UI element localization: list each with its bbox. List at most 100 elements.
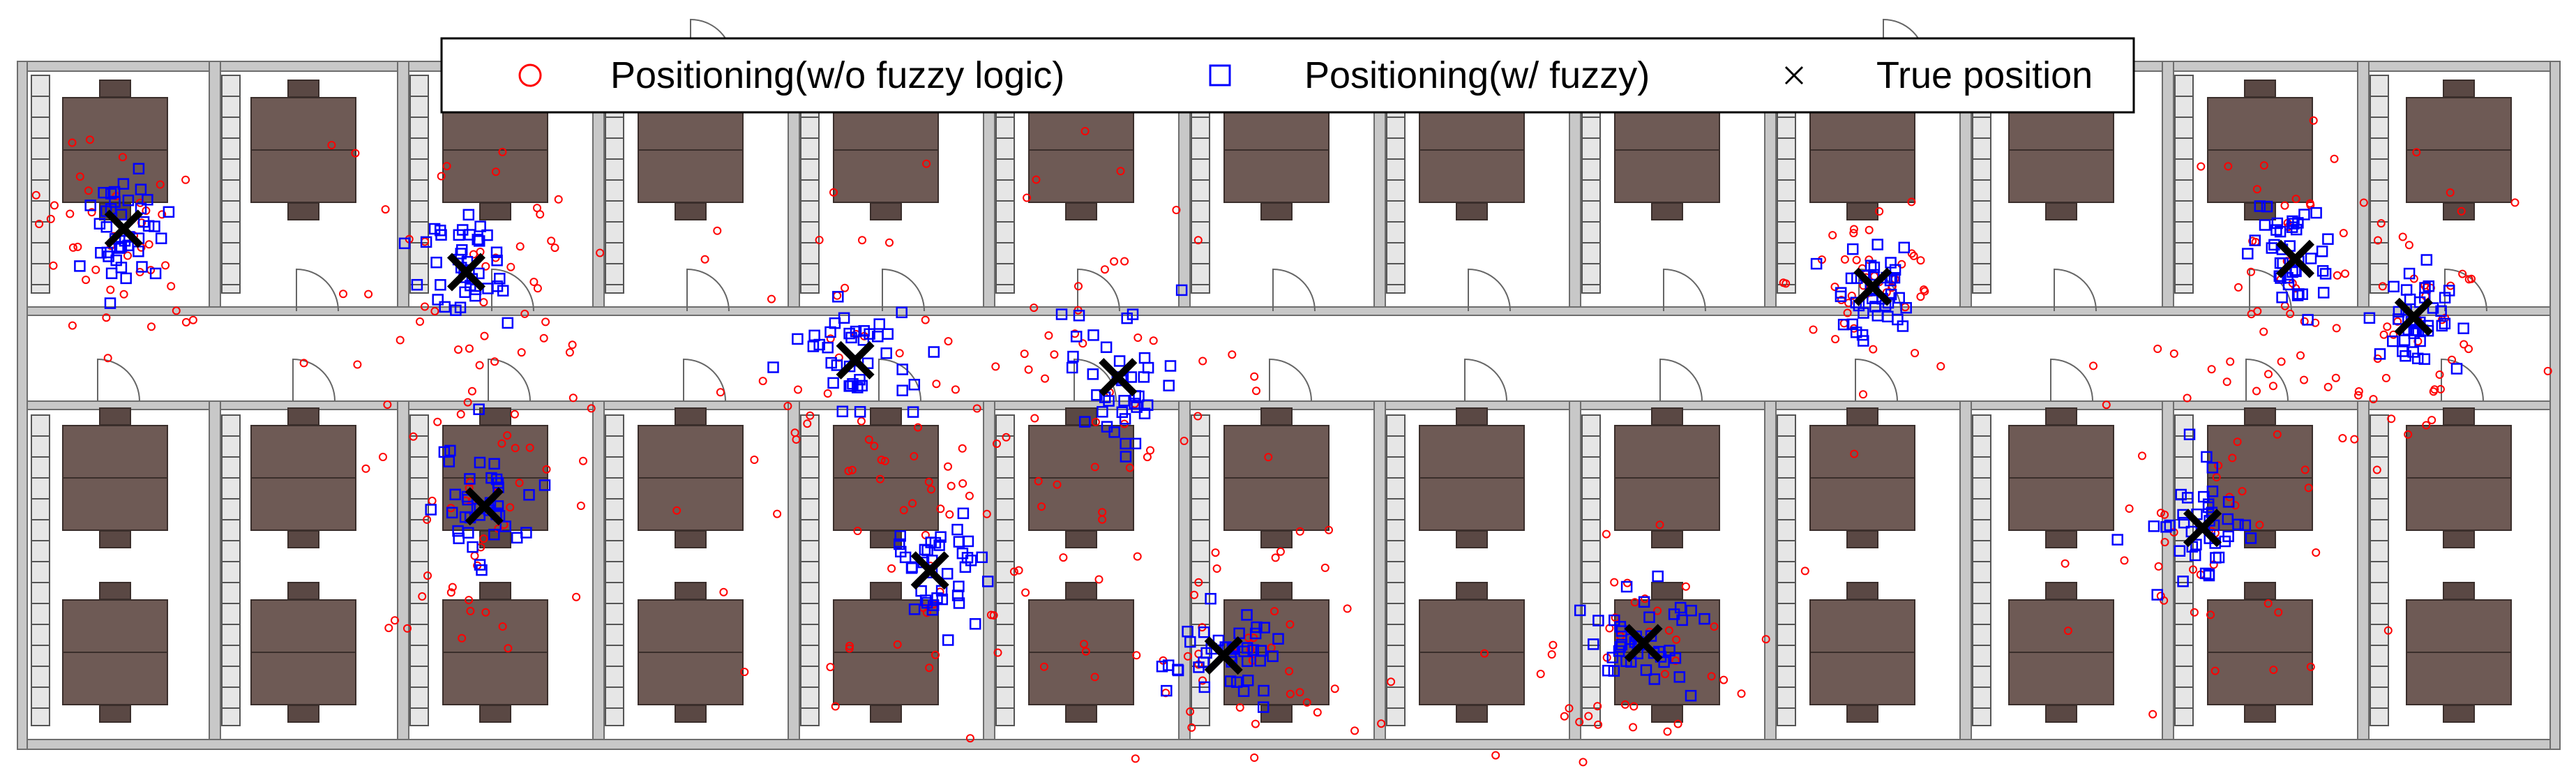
point-fuzzy: [453, 532, 465, 544]
chair: [1651, 407, 1683, 426]
point-no-fuzzy: [719, 587, 728, 596]
shelf: [1191, 414, 1210, 726]
point-no-fuzzy: [2153, 345, 2162, 353]
point-fuzzy: [1118, 395, 1130, 407]
point-no-fuzzy: [885, 238, 894, 247]
point-no-fuzzy: [2160, 596, 2169, 605]
point-fuzzy: [163, 206, 175, 218]
point-fuzzy: [2317, 265, 2329, 277]
point-no-fuzzy: [1320, 563, 1330, 572]
door: [2050, 358, 2093, 402]
point-no-fuzzy: [421, 302, 429, 311]
legend-marker-circle: [518, 63, 542, 87]
point-no-fuzzy: [2383, 626, 2393, 635]
chair: [870, 582, 902, 600]
chair: [99, 530, 131, 548]
point-fuzzy: [1255, 645, 1267, 656]
point-fuzzy: [1664, 645, 1675, 656]
point-no-fuzzy: [1032, 175, 1041, 184]
point-no-fuzzy: [158, 210, 167, 219]
true-x-stroke: [1099, 358, 1138, 397]
point-no-fuzzy: [2259, 327, 2268, 336]
point-fuzzy: [2398, 334, 2411, 346]
point-no-fuzzy: [2226, 357, 2235, 366]
point-no-fuzzy: [925, 663, 934, 673]
point-fuzzy: [2400, 284, 2413, 296]
chair: [870, 202, 902, 220]
point-no-fuzzy: [172, 306, 181, 315]
point-no-fuzzy: [515, 242, 525, 251]
point-no-fuzzy: [1661, 670, 1669, 679]
point-no-fuzzy: [773, 509, 782, 518]
chair: [675, 582, 707, 600]
door: [1855, 358, 1898, 402]
point-no-fuzzy: [35, 220, 44, 228]
true-position-marker: [446, 253, 485, 292]
point-no-fuzzy: [1183, 652, 1192, 661]
point-no-fuzzy: [2543, 366, 2552, 375]
point-no-fuzzy: [1041, 374, 1049, 383]
point-fuzzy: [957, 507, 970, 520]
point-no-fuzzy: [1663, 727, 1672, 736]
point-no-fuzzy: [1620, 700, 1629, 709]
true-position-marker: [465, 487, 504, 526]
point-no-fuzzy: [2231, 501, 2240, 510]
shelf: [605, 414, 624, 726]
chair: [1065, 705, 1097, 723]
point-fuzzy: [1067, 350, 1079, 363]
point-no-fuzzy: [364, 290, 373, 299]
point-no-fuzzy: [2222, 377, 2231, 386]
point-fuzzy: [105, 267, 118, 280]
point-fuzzy: [792, 333, 804, 345]
door: [1464, 358, 1507, 402]
point-fuzzy: [2261, 200, 2273, 213]
point-fuzzy: [933, 539, 945, 551]
chair: [2443, 582, 2475, 600]
point-no-fuzzy: [2148, 710, 2157, 719]
point-fuzzy: [1241, 642, 1253, 654]
point-no-fuzzy: [467, 386, 476, 396]
point-no-fuzzy: [1180, 437, 1189, 445]
point-no-fuzzy: [2154, 562, 2163, 571]
point-no-fuzzy: [1190, 590, 1198, 599]
point-no-fuzzy: [466, 478, 474, 487]
point-fuzzy: [469, 290, 481, 302]
point-fuzzy: [1674, 601, 1687, 614]
point-no-fuzzy: [2350, 435, 2359, 444]
point-no-fuzzy: [2378, 282, 2387, 291]
point-fuzzy: [1055, 308, 1068, 320]
point-no-fuzzy: [418, 592, 427, 601]
point-no-fuzzy: [2273, 430, 2282, 439]
point-no-fuzzy: [1037, 502, 1046, 511]
point-fuzzy: [1184, 636, 1196, 648]
point-fuzzy: [1685, 604, 1697, 617]
point-no-fuzzy: [1828, 231, 1837, 240]
point-fuzzy: [2410, 324, 2422, 336]
point-no-fuzzy: [465, 344, 474, 353]
point-no-fuzzy: [1081, 647, 1090, 656]
point-fuzzy: [1698, 613, 1710, 625]
point-fuzzy: [142, 194, 153, 206]
point-no-fuzzy: [2061, 559, 2070, 568]
chair: [1456, 705, 1488, 723]
point-no-fuzzy: [1002, 433, 1011, 442]
point-no-fuzzy: [1865, 225, 1874, 234]
point-fuzzy: [105, 188, 117, 200]
wall: [2549, 61, 2561, 750]
point-no-fuzzy: [579, 456, 587, 465]
door: [296, 268, 339, 312]
point-fuzzy: [767, 361, 779, 373]
point-no-fuzzy: [2264, 599, 2273, 608]
point-fuzzy: [1138, 352, 1151, 364]
point-no-fuzzy: [1186, 707, 1195, 716]
point-no-fuzzy: [75, 172, 84, 181]
point-no-fuzzy: [2269, 666, 2278, 675]
point-no-fuzzy: [845, 641, 854, 650]
partition: [397, 61, 409, 308]
point-fuzzy: [2178, 516, 2190, 529]
point-no-fuzzy: [1916, 292, 1925, 301]
chair: [1846, 530, 1878, 548]
point-no-fuzzy: [2374, 236, 2382, 245]
point-fuzzy: [449, 488, 461, 501]
point-fuzzy: [454, 301, 467, 313]
